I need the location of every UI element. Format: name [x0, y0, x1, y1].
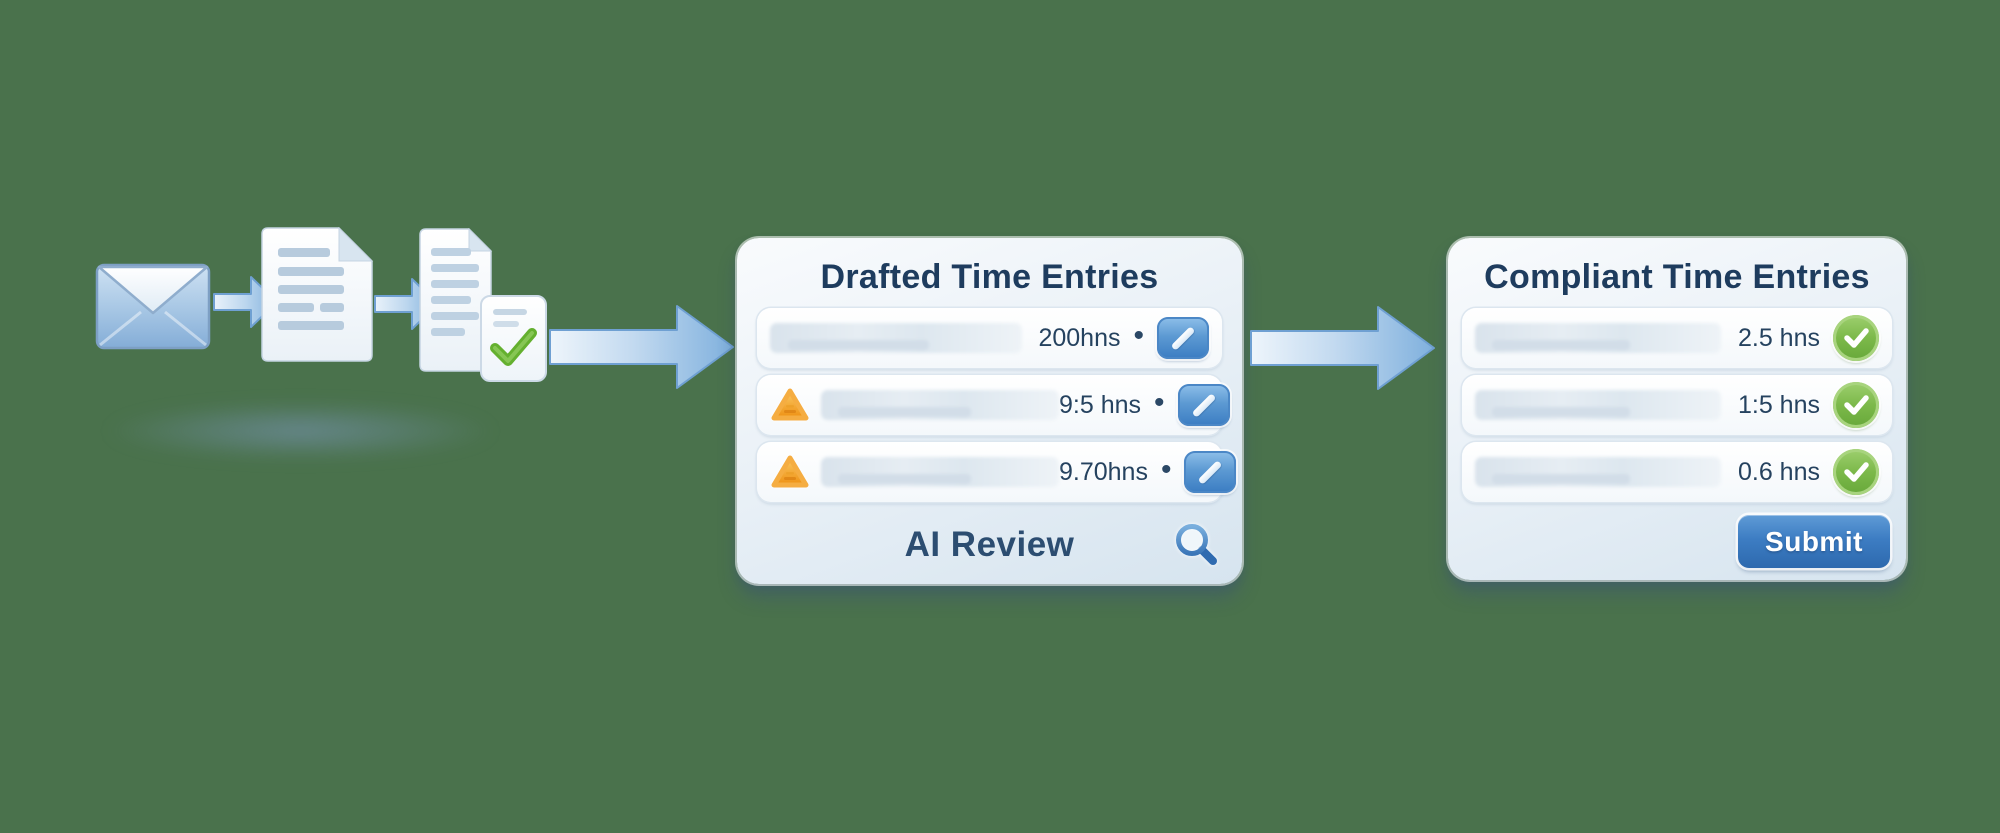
drafted-entry-row: 9.70hns •: [757, 442, 1237, 502]
drafted-rows: 200hns •: [757, 308, 1237, 502]
document-icon: [419, 228, 493, 372]
compliant-rows: 2.5 hns 1:5 hns: [1462, 308, 1892, 502]
redacted-text-bar: [821, 390, 1059, 420]
warning-icon: [770, 387, 810, 423]
edit-button[interactable]: [1157, 317, 1209, 359]
submit-button[interactable]: Submit: [1738, 515, 1890, 568]
compliant-time-entries-panel: Compliant Time Entries 2.5 hns 1:5 hns: [1448, 238, 1906, 580]
redacted-text-bar: [770, 323, 1022, 353]
document-icon: [261, 227, 374, 362]
drafted-entry-row: 200hns •: [757, 308, 1222, 368]
compliant-panel-title: Compliant Time Entries: [1484, 258, 1870, 296]
redacted-text-bar: [1475, 390, 1721, 420]
entry-hours: 2.5 hns: [1737, 323, 1820, 352]
redacted-text-bar: [821, 457, 1059, 487]
search-icon[interactable]: [1172, 520, 1222, 570]
entry-hours: 200hns: [1038, 323, 1121, 352]
drafted-panel-title: Drafted Time Entries: [820, 258, 1159, 296]
redacted-text-bar: [1475, 457, 1721, 487]
pencil-icon: [1191, 392, 1216, 418]
compliant-entry-row: 0.6 hns: [1462, 442, 1892, 502]
envelope-icon: [95, 263, 211, 350]
drafted-entry-row: 9:5 hns •: [757, 375, 1230, 435]
drafted-time-entries-panel: Drafted Time Entries 200hns •: [737, 238, 1242, 584]
flow-arrow-icon: [549, 305, 734, 389]
ai-review-footer: AI Review: [737, 516, 1242, 574]
entry-hours: 9:5 hns: [1059, 390, 1142, 419]
pencil-icon: [1198, 459, 1223, 485]
flow-arrow-icon: [1250, 306, 1435, 390]
separator-dot: •: [1160, 453, 1172, 486]
entry-hours: 9.70hns: [1059, 457, 1148, 486]
redacted-text-bar: [1475, 323, 1721, 353]
edit-button[interactable]: [1184, 451, 1237, 493]
warning-icon: [770, 454, 810, 490]
ai-review-label: AI Review: [904, 525, 1075, 564]
document-check-icon: [480, 295, 547, 382]
edit-button[interactable]: [1177, 384, 1230, 426]
pencil-icon: [1170, 325, 1196, 351]
entry-hours: 0.6 hns: [1737, 457, 1820, 486]
separator-dot: •: [1154, 386, 1165, 419]
compliant-entry-row: 1:5 hns: [1462, 375, 1892, 435]
icons-drop-shadow: [28, 390, 573, 472]
check-icon: [1833, 315, 1879, 361]
check-icon: [1833, 382, 1879, 428]
compliant-entry-row: 2.5 hns: [1462, 308, 1892, 368]
entry-hours: 1:5 hns: [1737, 390, 1820, 419]
check-icon: [1833, 449, 1879, 495]
separator-dot: •: [1133, 319, 1144, 352]
